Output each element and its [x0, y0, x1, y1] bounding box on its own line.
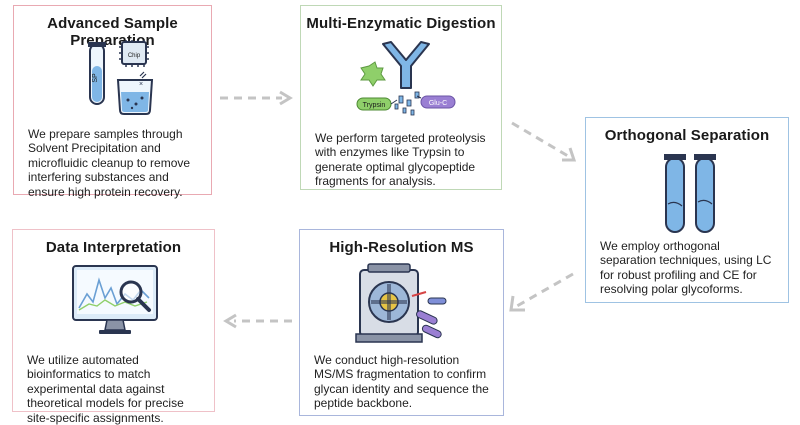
step-description: We perform targeted proteolysis with enz… [315, 131, 486, 189]
arrow-step4-to-step5 [223, 313, 292, 329]
step-title: Data Interpretation [45, 239, 182, 256]
glu-c-tag: Glu-C [420, 95, 456, 109]
step-card-sample-preparation: Advanced Sample Preparation SP Chip [13, 5, 212, 199]
lc-column-icon [664, 154, 686, 233]
mass-spectrometer-icon [355, 263, 423, 343]
svg-text:Trypsin: Trypsin [363, 102, 386, 109]
svg-text:×: × [139, 81, 143, 88]
orthogonal-separation-illustration [664, 154, 716, 233]
step-title: High-Resolution MS [329, 239, 474, 256]
microfluidic-chip-icon: Chip [119, 40, 149, 67]
antibody-icon [382, 41, 430, 89]
mass-spectrometer-illustration [355, 263, 447, 343]
ce-capillary-icon [694, 154, 716, 233]
step-description: We employ orthogonal separation techniqu… [600, 239, 772, 297]
peptide-fragments-icon [394, 91, 420, 116]
step-card-high-resolution-ms: High-Resolution MS We conduct high-resol… [299, 229, 504, 416]
svg-text:Glu-C: Glu-C [429, 100, 447, 107]
chip-label: Chip [128, 53, 141, 59]
step-description: We prepare samples through Solvent Preci… [28, 127, 191, 199]
sp-label: SP [92, 73, 99, 83]
monitor-icon [72, 265, 158, 334]
step-title: Orthogonal Separation [604, 127, 770, 144]
data-interpretation-illustration [72, 265, 158, 334]
step-description: We utilize automated bioinformatics to m… [27, 353, 184, 425]
test-tube-icon: SP [88, 42, 106, 105]
arrow-step3-to-step4 [509, 272, 574, 312]
arrow-step2-to-step3 [511, 121, 577, 162]
step-title: Multi-Enzymatic Digestion [306, 15, 496, 32]
step-card-enzymatic-digestion: Multi-Enzymatic Digestion Trypsin Glu-C [300, 5, 502, 190]
enzymatic-digestion-illustration: Trypsin Glu-C [356, 41, 456, 116]
sample-preparation-illustration: SP Chip × [88, 40, 154, 115]
step-card-orthogonal-separation: Orthogonal Separation We employ orthogon… [585, 117, 789, 303]
step-description: We conduct high-resolution MS/MS fragmen… [314, 353, 489, 411]
magnifier-icon [119, 280, 151, 312]
arrow-step1-to-step2 [220, 90, 293, 106]
step-card-data-interpretation: Data Interpretation We utilize automated… [12, 229, 215, 425]
enzyme-blob-icon [360, 61, 386, 87]
trypsin-tag: Trypsin [356, 97, 392, 111]
ion-beam-icon [411, 291, 447, 339]
beaker-icon: × [116, 79, 154, 115]
